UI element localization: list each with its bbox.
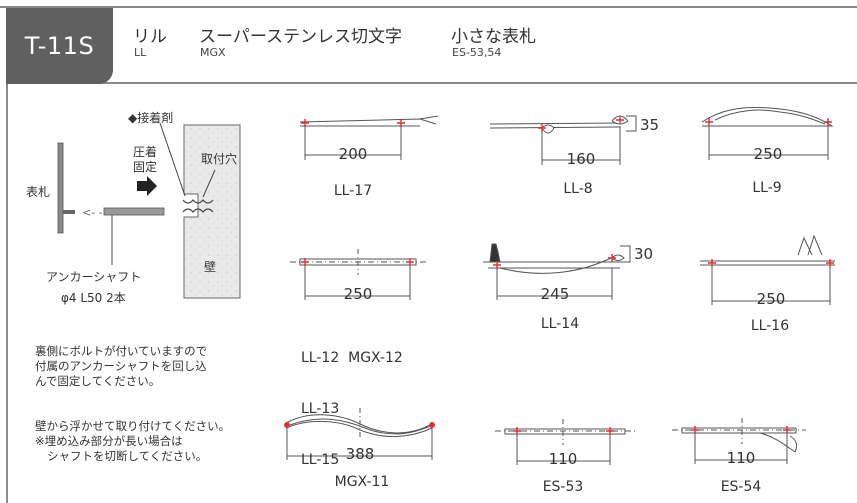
float-note-line-3: シャフトを切断してください。 [47,449,208,463]
adhesive-label: ◆接着剤 [128,111,174,125]
ll-8-shape [489,122,621,129]
dim-ll-14: 245 [541,285,570,303]
top-rule [0,6,857,8]
press-label-1: 圧着 [133,145,158,159]
header-sub-ll: LL [134,46,147,59]
dim-ll-9: 250 [754,145,783,163]
header-sub-es: ES-53,54 [452,46,502,59]
mount-markers [284,116,834,435]
label-es-53: ES-53 [542,479,584,495]
hole-label: 取付穴 [201,152,238,166]
label-ll-8: LL-8 [563,181,593,197]
dim-mgx-11: 388 [346,445,375,463]
arrow-right-icon [137,176,157,196]
label-ll-16: LL-16 [750,318,790,334]
ll-9-shape [701,107,834,127]
dim-ll-8: 160 [567,150,596,168]
label-ll-9: LL-9 [752,180,782,196]
header-title-es: 小さな表札 [451,27,536,47]
dim-es-54: 110 [727,449,756,467]
nameplate-label: 表札 [26,185,51,199]
anchor-shaft [103,207,165,216]
bolt-note: 裏側にボルトが付いていますので 付属のアンカーシャフトを回し込 んで固定してくだ… [35,344,207,389]
adhesive-wave [182,199,214,213]
bolt-note-line-1: 裏側にボルトが付いていますので [35,344,208,358]
dim-es-53: 110 [549,450,578,468]
label-ll-12-group: LL-12 MGX-12 LL-13 LL-15 [301,316,403,486]
bolt-note-line-3: んで固定してください。 [35,374,161,388]
label-ll-17: LL-17 [333,183,373,199]
ll-16-shape [700,260,835,266]
nameplate-side [57,142,64,234]
float-note-line-1: 壁から浮かせて取り付けてください。 [35,419,231,433]
header-title-ll: リル [133,27,167,47]
shaft-label: アンカーシャフト [46,270,142,284]
product-code-badge: T-11S [6,8,113,84]
dim-ll-12: 250 [344,285,373,303]
product-code: T-11S [24,32,95,60]
height-ll-14: 30 [634,245,653,263]
header-title-mgx: スーパーステンレス切文字 [199,27,402,47]
label-es-54: ES-54 [720,479,762,495]
label-ll-15: LL-15 [301,452,340,468]
press-label-2: 固定 [133,160,158,174]
ll-14-shape [483,261,620,269]
float-note-line-2: ※埋め込み部分が長い場合は [35,434,183,448]
wall-label: 壁 [204,260,217,274]
content-frame [6,82,857,503]
adhesive-leader [159,122,186,197]
label-ll-12: LL-12 MGX-12 [301,350,403,366]
label-ll-13: LL-13 [301,401,340,417]
float-note: 壁から浮かせて取り付けてください。 ※埋め込み部分が長い場合は シャフトを切断し… [35,419,230,464]
height-ll-8: 35 [640,116,659,134]
label-mgx-11: MGX-11 [334,474,390,490]
dim-ll-16: 250 [757,290,786,308]
bolt [63,210,75,214]
hole-leader [202,169,216,198]
bolt-note-line-2: 付属のアンカーシャフトを回し込 [35,359,207,373]
shaft-spec-label: φ4 L50 2本 [61,291,126,305]
label-ll-14: LL-14 [540,316,580,332]
header-sub-mgx: MGX [200,46,226,59]
svg-text:<- -: <- - [82,206,103,219]
ll-17-shape [299,115,439,127]
dim-ll-17: 200 [339,145,368,163]
